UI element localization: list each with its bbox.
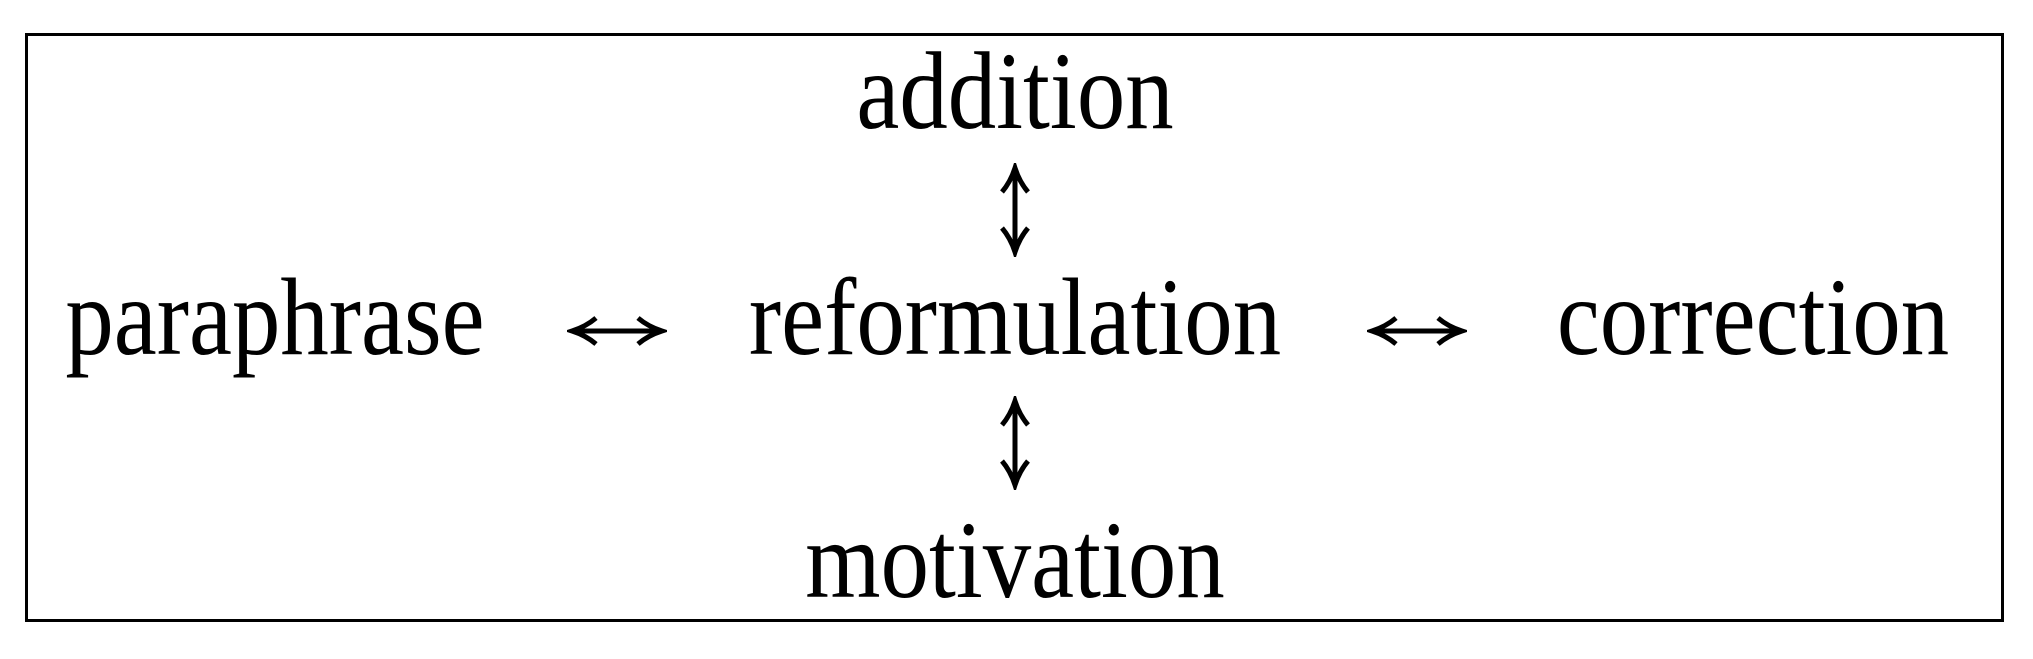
node-motivation: motivation	[804, 499, 1225, 621]
vertical-double-arrow-icon	[999, 163, 1030, 257]
horizontal-double-arrow-icon	[567, 316, 667, 346]
node-correction: correction	[1556, 256, 1950, 378]
node-paraphrase: paraphrase	[65, 256, 485, 378]
diagram-frame: addition paraphrase reformulation correc…	[25, 33, 2004, 622]
vertical-double-arrow-icon	[999, 396, 1030, 490]
node-addition: addition	[855, 30, 1174, 152]
horizontal-double-arrow-icon	[1367, 316, 1467, 346]
node-reformulation: reformulation	[748, 256, 1281, 378]
